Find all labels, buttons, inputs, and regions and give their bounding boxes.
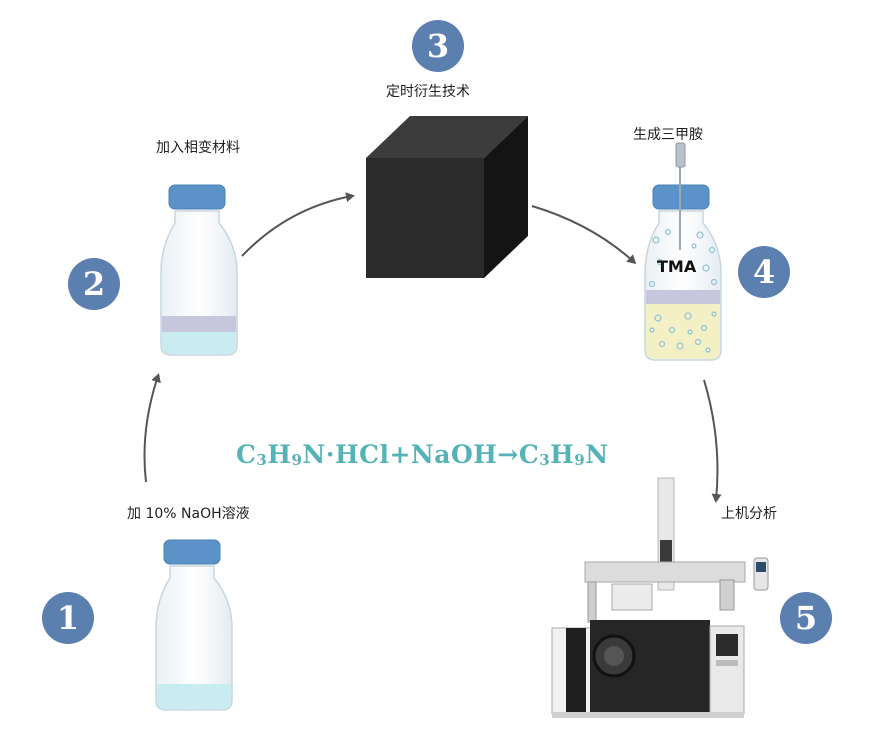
arrow-1-to-2 <box>143 373 161 483</box>
vial-4 <box>644 142 722 361</box>
eq-subscript: 3 <box>539 451 551 469</box>
vial-1 <box>155 539 233 711</box>
step-badge-2: 2 <box>68 258 120 310</box>
eq-subscript: 3 <box>256 451 268 469</box>
arrow-4-to-5 <box>703 379 722 503</box>
step-label-3: 定时衍生技术 <box>386 84 470 100</box>
step-label-4: 生成三甲胺 <box>633 127 703 143</box>
arrow-2-to-3 <box>241 192 355 257</box>
eq-part: N <box>585 440 609 469</box>
reaction-equation: C3H9N·HCl+NaOH→C3H9N <box>236 440 609 469</box>
step-label-5: 上机分析 <box>721 506 777 522</box>
eq-subscript: 9 <box>291 451 303 469</box>
step-badge-1: 1 <box>42 592 94 644</box>
gc-instrument <box>551 477 769 718</box>
vial-2 <box>160 184 238 356</box>
step-badge-3: 3 <box>412 20 464 72</box>
vial-tma-label: TMA <box>657 257 697 276</box>
step-label-1: 加 10% NaOH溶液 <box>127 506 250 522</box>
derivatization-cube <box>366 116 528 278</box>
eq-part: N·HCl+NaOH→C <box>302 440 540 469</box>
eq-part: H <box>267 440 292 469</box>
eq-part: C <box>236 440 257 469</box>
eq-subscript: 9 <box>574 451 586 469</box>
step-badge-4: 4 <box>738 246 790 298</box>
step-badge-5: 5 <box>780 592 832 644</box>
arrow-3-to-4 <box>531 205 637 265</box>
eq-part: H <box>550 440 575 469</box>
step-label-2: 加入相变材料 <box>156 140 240 156</box>
